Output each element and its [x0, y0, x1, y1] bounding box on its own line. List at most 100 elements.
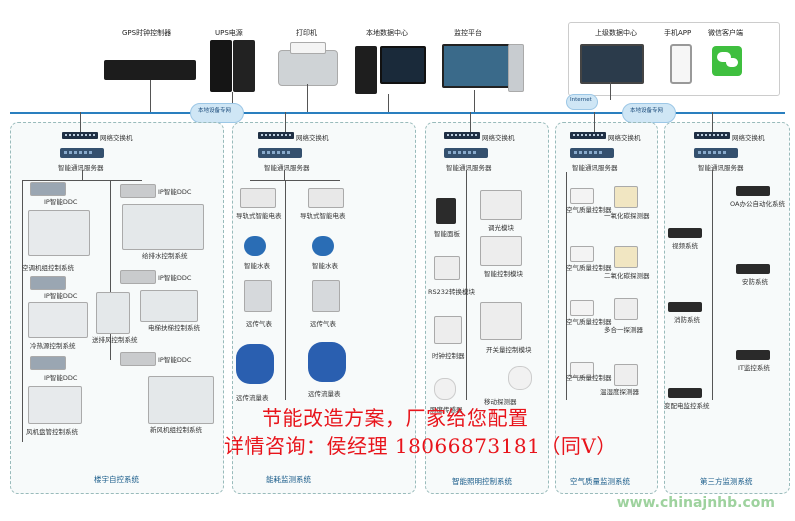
network-switch [444, 132, 480, 139]
ddc-label: IP智能DDC [44, 374, 78, 382]
switch-module [480, 302, 522, 340]
elevator-illustration [140, 290, 198, 322]
chiller-illustration [28, 302, 88, 338]
ddc-device [120, 184, 156, 198]
server-label: 智能通讯服务器 [572, 164, 618, 172]
device-label: 智能面板 [434, 230, 460, 238]
ups-label: UPS电源 [215, 29, 243, 37]
link [712, 112, 713, 132]
device-label: 远传气表 [246, 320, 272, 328]
panel-title-bas: 楼宇自控系统 [94, 475, 139, 484]
link [610, 82, 611, 100]
gps-label: GPS时钟控制器 [122, 29, 172, 37]
device-label: RS232转换模块 [428, 288, 476, 296]
water-meter [244, 236, 266, 256]
ddc-device [120, 270, 156, 284]
gas-meter [244, 280, 272, 312]
link [284, 170, 285, 180]
device-label: 变配电监控系统 [664, 402, 710, 410]
ddc-label: IP智能DDC [158, 356, 192, 364]
fresh-air-illustration [148, 376, 214, 424]
ddc-label: IP智能DDC [158, 274, 192, 282]
link [466, 170, 467, 400]
link [594, 112, 595, 132]
device-label: 远传流量表 [236, 394, 269, 402]
air-controller [570, 300, 594, 316]
ddc-label: IP智能DDC [44, 198, 78, 206]
security-device [736, 264, 770, 274]
device-label: 智能水表 [244, 262, 270, 270]
link [285, 112, 286, 132]
comm-server [694, 148, 738, 158]
system-label: 空调机组控制系统 [22, 264, 74, 272]
comm-server [444, 148, 488, 158]
ahu-illustration [28, 210, 90, 256]
device-label: 空气质量控制器 [566, 318, 612, 326]
link [470, 112, 471, 132]
network-switch [570, 132, 606, 139]
system-label: 给排水控制系统 [142, 252, 188, 260]
network-switch [258, 132, 294, 139]
motion-detector [508, 366, 532, 390]
multi-detector [614, 298, 638, 320]
switch-label: 网络交换机 [100, 134, 133, 142]
water-illustration [122, 204, 204, 250]
fan-illustration [96, 292, 130, 334]
link [285, 180, 286, 400]
local-network-label: 本地设备专网 [198, 108, 232, 114]
device-label: 导轨式智能电表 [300, 212, 346, 220]
device-label: 导轨式智能电表 [236, 212, 282, 220]
internet-label: Internet [570, 97, 592, 103]
printer-label: 打印机 [296, 29, 317, 37]
device-label: 远传流量表 [308, 390, 341, 398]
fire-device [668, 302, 702, 312]
ddc-label: IP智能DDC [158, 188, 192, 196]
comm-server [60, 148, 104, 158]
device-label: 智能控制模块 [484, 270, 523, 278]
promo-line-2: 详情咨询：侯经理 18066873181（同V） [224, 434, 617, 458]
air-controller [570, 362, 594, 378]
monitoring-platform-label: 监控平台 [454, 29, 482, 37]
local-network-label-right: 本地设备专网 [630, 108, 664, 114]
device-label: 空气质量控制器 [566, 374, 612, 382]
it-device [736, 350, 770, 360]
device-label: OA办公自动化系统 [730, 200, 785, 208]
server-label: 智能通讯服务器 [264, 164, 310, 172]
device-label: 时钟控制器 [432, 352, 465, 360]
power-device [668, 388, 702, 398]
air-controller [570, 246, 594, 262]
ddc-device [30, 356, 66, 370]
internet-cloud [566, 94, 598, 110]
control-module [480, 236, 522, 266]
device-label: 二氧化碳探测器 [604, 272, 650, 280]
switch-label: 网络交换机 [732, 134, 765, 142]
link [474, 90, 475, 112]
device-label: 温湿度探测器 [600, 388, 639, 396]
device-label: 开关量控制模块 [486, 346, 532, 354]
upper-data-center-label: 上级数据中心 [595, 29, 637, 37]
panel-title-third-party: 第三方监测系统 [700, 477, 753, 486]
watermark: www.chinajnhb.com [616, 495, 775, 511]
local-network-bus [10, 112, 785, 114]
flow-meter [236, 344, 274, 384]
ddc-device [30, 276, 66, 290]
device-label: 消防系统 [674, 316, 700, 324]
ddc-device [120, 352, 156, 366]
system-label: 新风机组控制系统 [150, 426, 202, 434]
link [232, 92, 233, 112]
link [82, 170, 83, 180]
rs232-module [434, 256, 460, 280]
link [712, 170, 713, 400]
switch-label: 网络交换机 [296, 134, 329, 142]
flow-meter [308, 342, 346, 382]
din-meter [240, 188, 276, 208]
link [566, 172, 567, 400]
gas-meter [312, 280, 340, 312]
comm-server [570, 148, 614, 158]
th-detector [614, 364, 638, 386]
co-detector [614, 186, 638, 208]
video-device [668, 228, 702, 238]
link [80, 112, 81, 132]
lux-sensor [434, 378, 456, 400]
clock-controller [434, 316, 462, 344]
